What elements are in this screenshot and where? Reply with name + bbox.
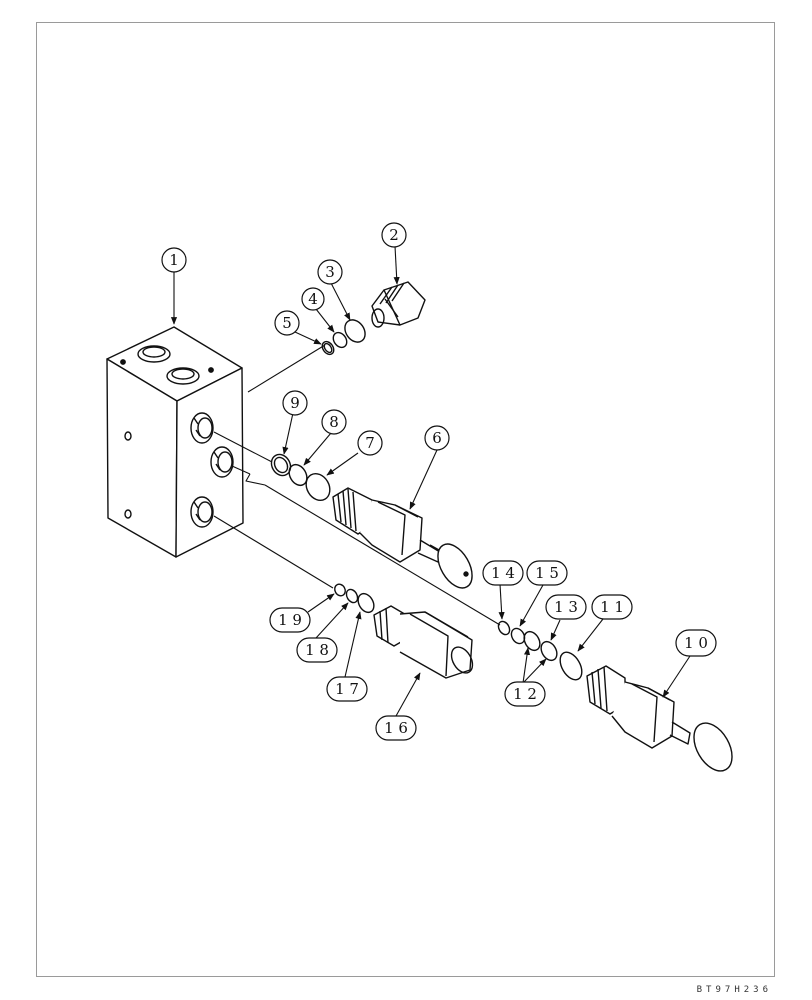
o-ring-9 [270,453,292,477]
callout-8: 8 [321,409,347,435]
callout-13: 1 3 [545,594,587,620]
callout-label: 1 2 [513,685,537,703]
callout-16: 1 6 [375,715,417,741]
callout-19: 1 9 [269,607,311,633]
o-ring-3 [344,319,366,343]
callout-bubble [482,560,524,586]
cartridge-16 [373,605,474,679]
callout-18: 1 8 [296,637,338,663]
callout-11: 1 1 [591,594,633,620]
callout-bubble [375,715,417,741]
callout-14: 1 4 [482,560,524,586]
callout-6: 6 [424,425,450,451]
o-ring-5 [321,340,335,356]
callout-bubble [357,430,383,456]
o-ring-11 [559,651,583,681]
callout-bubble [545,594,587,620]
leader-lines [170,245,691,717]
callout-label: 1 3 [554,598,578,616]
callout-bubble [504,681,546,707]
o-ring-12 [523,630,541,652]
o-ring-13 [540,640,558,662]
callout-bubble [296,637,338,663]
callout-5: 5 [274,310,300,336]
callout-label: 9 [290,394,300,412]
callout-bubble [301,287,325,311]
o-ring-7 [305,472,331,502]
callout-bubble [274,310,300,336]
callout-label: 3 [325,263,335,281]
callout-4: 4 [301,287,325,311]
o-ring-19 [334,583,346,597]
callout-label: 5 [282,314,292,332]
drawing-code: BT97H236 [696,985,772,995]
relief-cartridge-6 [332,487,473,589]
callout-12: 1 2 [504,681,546,707]
o-ring-4 [332,331,348,349]
drawing-frame [36,22,775,977]
callout-bubble [591,594,633,620]
o-ring-8 [288,463,308,487]
callout-label: 1 1 [600,598,624,616]
callout-label: 1 9 [278,611,302,629]
relief-cartridge-10 [586,665,733,772]
callout-15: 1 5 [526,560,568,586]
callouts: 1 2 345 6 7 8 9 1 0 1 1 1 2 1 3 1 4 1 5 1 6 1 7 1 81 9 [161,222,717,741]
callout-bubble [424,425,450,451]
callout-label: 1 8 [305,641,329,659]
callout-10: 1 0 [675,629,717,657]
callout-bubble [317,259,343,285]
callout-bubble [526,560,568,586]
callout-label: 4 [308,290,318,308]
callout-3: 3 [317,259,343,285]
callout-label: 7 [365,434,375,452]
o-ring-18 [345,588,359,604]
callout-bubble [161,247,187,273]
callout-bubble [269,607,311,633]
callout-label: 1 0 [684,634,708,652]
callout-label: 6 [432,429,442,447]
callout-17: 1 7 [326,676,368,702]
callout-2: 2 [381,222,407,248]
plug-part-2 [371,281,426,328]
callout-bubble [282,390,308,416]
callout-bubble [381,222,407,248]
callout-label: 1 5 [535,564,559,582]
callout-bubble [675,629,717,657]
callout-label: 1 4 [491,564,515,582]
callout-label: 8 [329,413,339,431]
callout-7: 7 [357,430,383,456]
callout-9: 9 [282,390,308,416]
o-ring-14 [497,620,511,636]
valve-block [106,326,244,558]
callout-label: 1 [169,251,179,269]
callout-label: 1 7 [335,680,359,698]
o-ring-17 [357,592,375,614]
callout-label: 2 [389,226,399,244]
o-ring-15 [510,627,526,645]
callout-label: 1 6 [384,719,408,737]
callout-1: 1 [161,247,187,273]
callout-bubble [321,409,347,435]
center-lines [213,344,501,626]
callout-bubble [326,676,368,702]
